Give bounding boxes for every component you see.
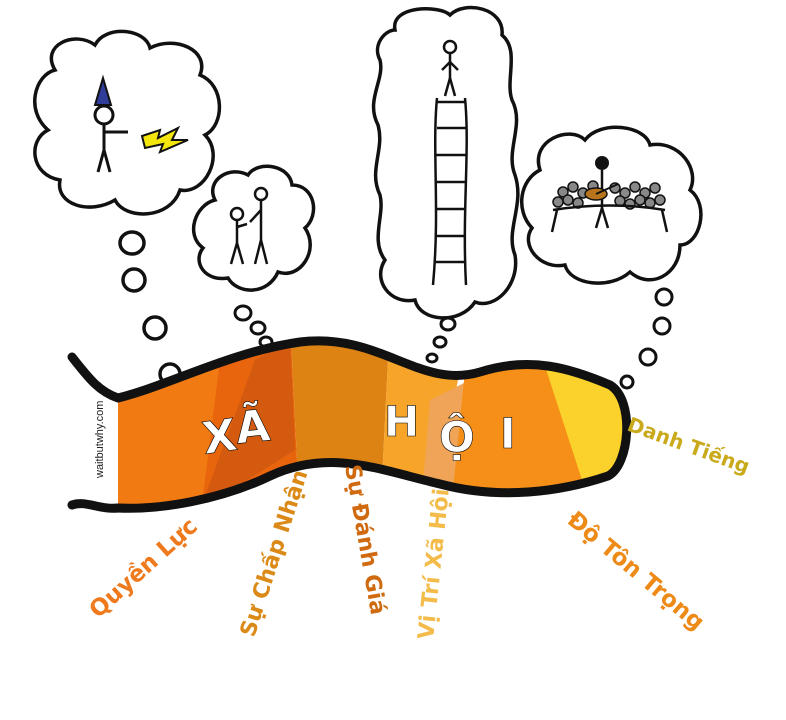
thought-cloud-ladder [371, 5, 520, 320]
thought-cloud-performer [520, 125, 703, 285]
band-title: X Ã H Ộ I [199, 397, 516, 465]
wizard-icon [93, 74, 128, 173]
thought-cloud-pair [191, 164, 316, 292]
watermark: waitbutwhy.com [94, 401, 106, 479]
label-respect: Độ Tôn Trọng [562, 507, 709, 636]
band-segment-acceptance-shade [200, 340, 295, 509]
ladder-climber-icon [431, 39, 468, 286]
pair-of-people-icon [229, 186, 269, 265]
thought-trail-wizard [118, 230, 182, 386]
thought-trail-performer [619, 287, 674, 390]
title-letter-o-hat: Ộ [439, 412, 475, 462]
society-band [67, 336, 632, 513]
label-power: Quyền Lực [84, 513, 203, 624]
title-letter-h: H [384, 397, 419, 446]
thought-trail-ladder [425, 316, 457, 364]
performer-with-crowd-icon [550, 156, 669, 233]
title-letter-a-tilde: Ã [233, 398, 272, 454]
title-letter-x: X [199, 410, 240, 465]
label-fame: Danh Tiếng [624, 412, 753, 478]
label-social-position: Vị Trí Xã Hội [414, 487, 455, 640]
thought-cloud-wizard [33, 29, 222, 216]
label-judgment: Sự Đánh Giá [339, 463, 390, 617]
thought-trail-pair [233, 304, 274, 349]
lightning-icon [140, 125, 189, 154]
title-letter-i: I [500, 409, 516, 458]
label-acceptance: Sự Chấp Nhận [236, 467, 313, 640]
